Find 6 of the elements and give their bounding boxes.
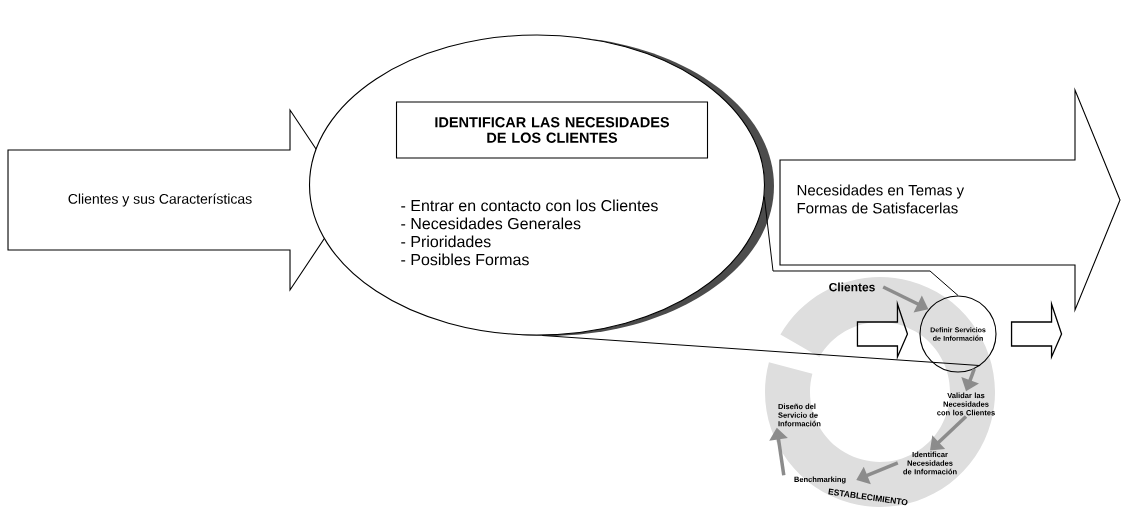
- zoom-line: [541, 335, 981, 367]
- block-arrow: [1010, 300, 1063, 361]
- title-box: IDENTIFICAR LAS NECESIDADES DE LOS CLIENTES: [395, 101, 709, 159]
- clientes-label: Clientes: [829, 282, 875, 292]
- curved-arrow: [930, 415, 968, 451]
- block-arrow: [856, 300, 909, 361]
